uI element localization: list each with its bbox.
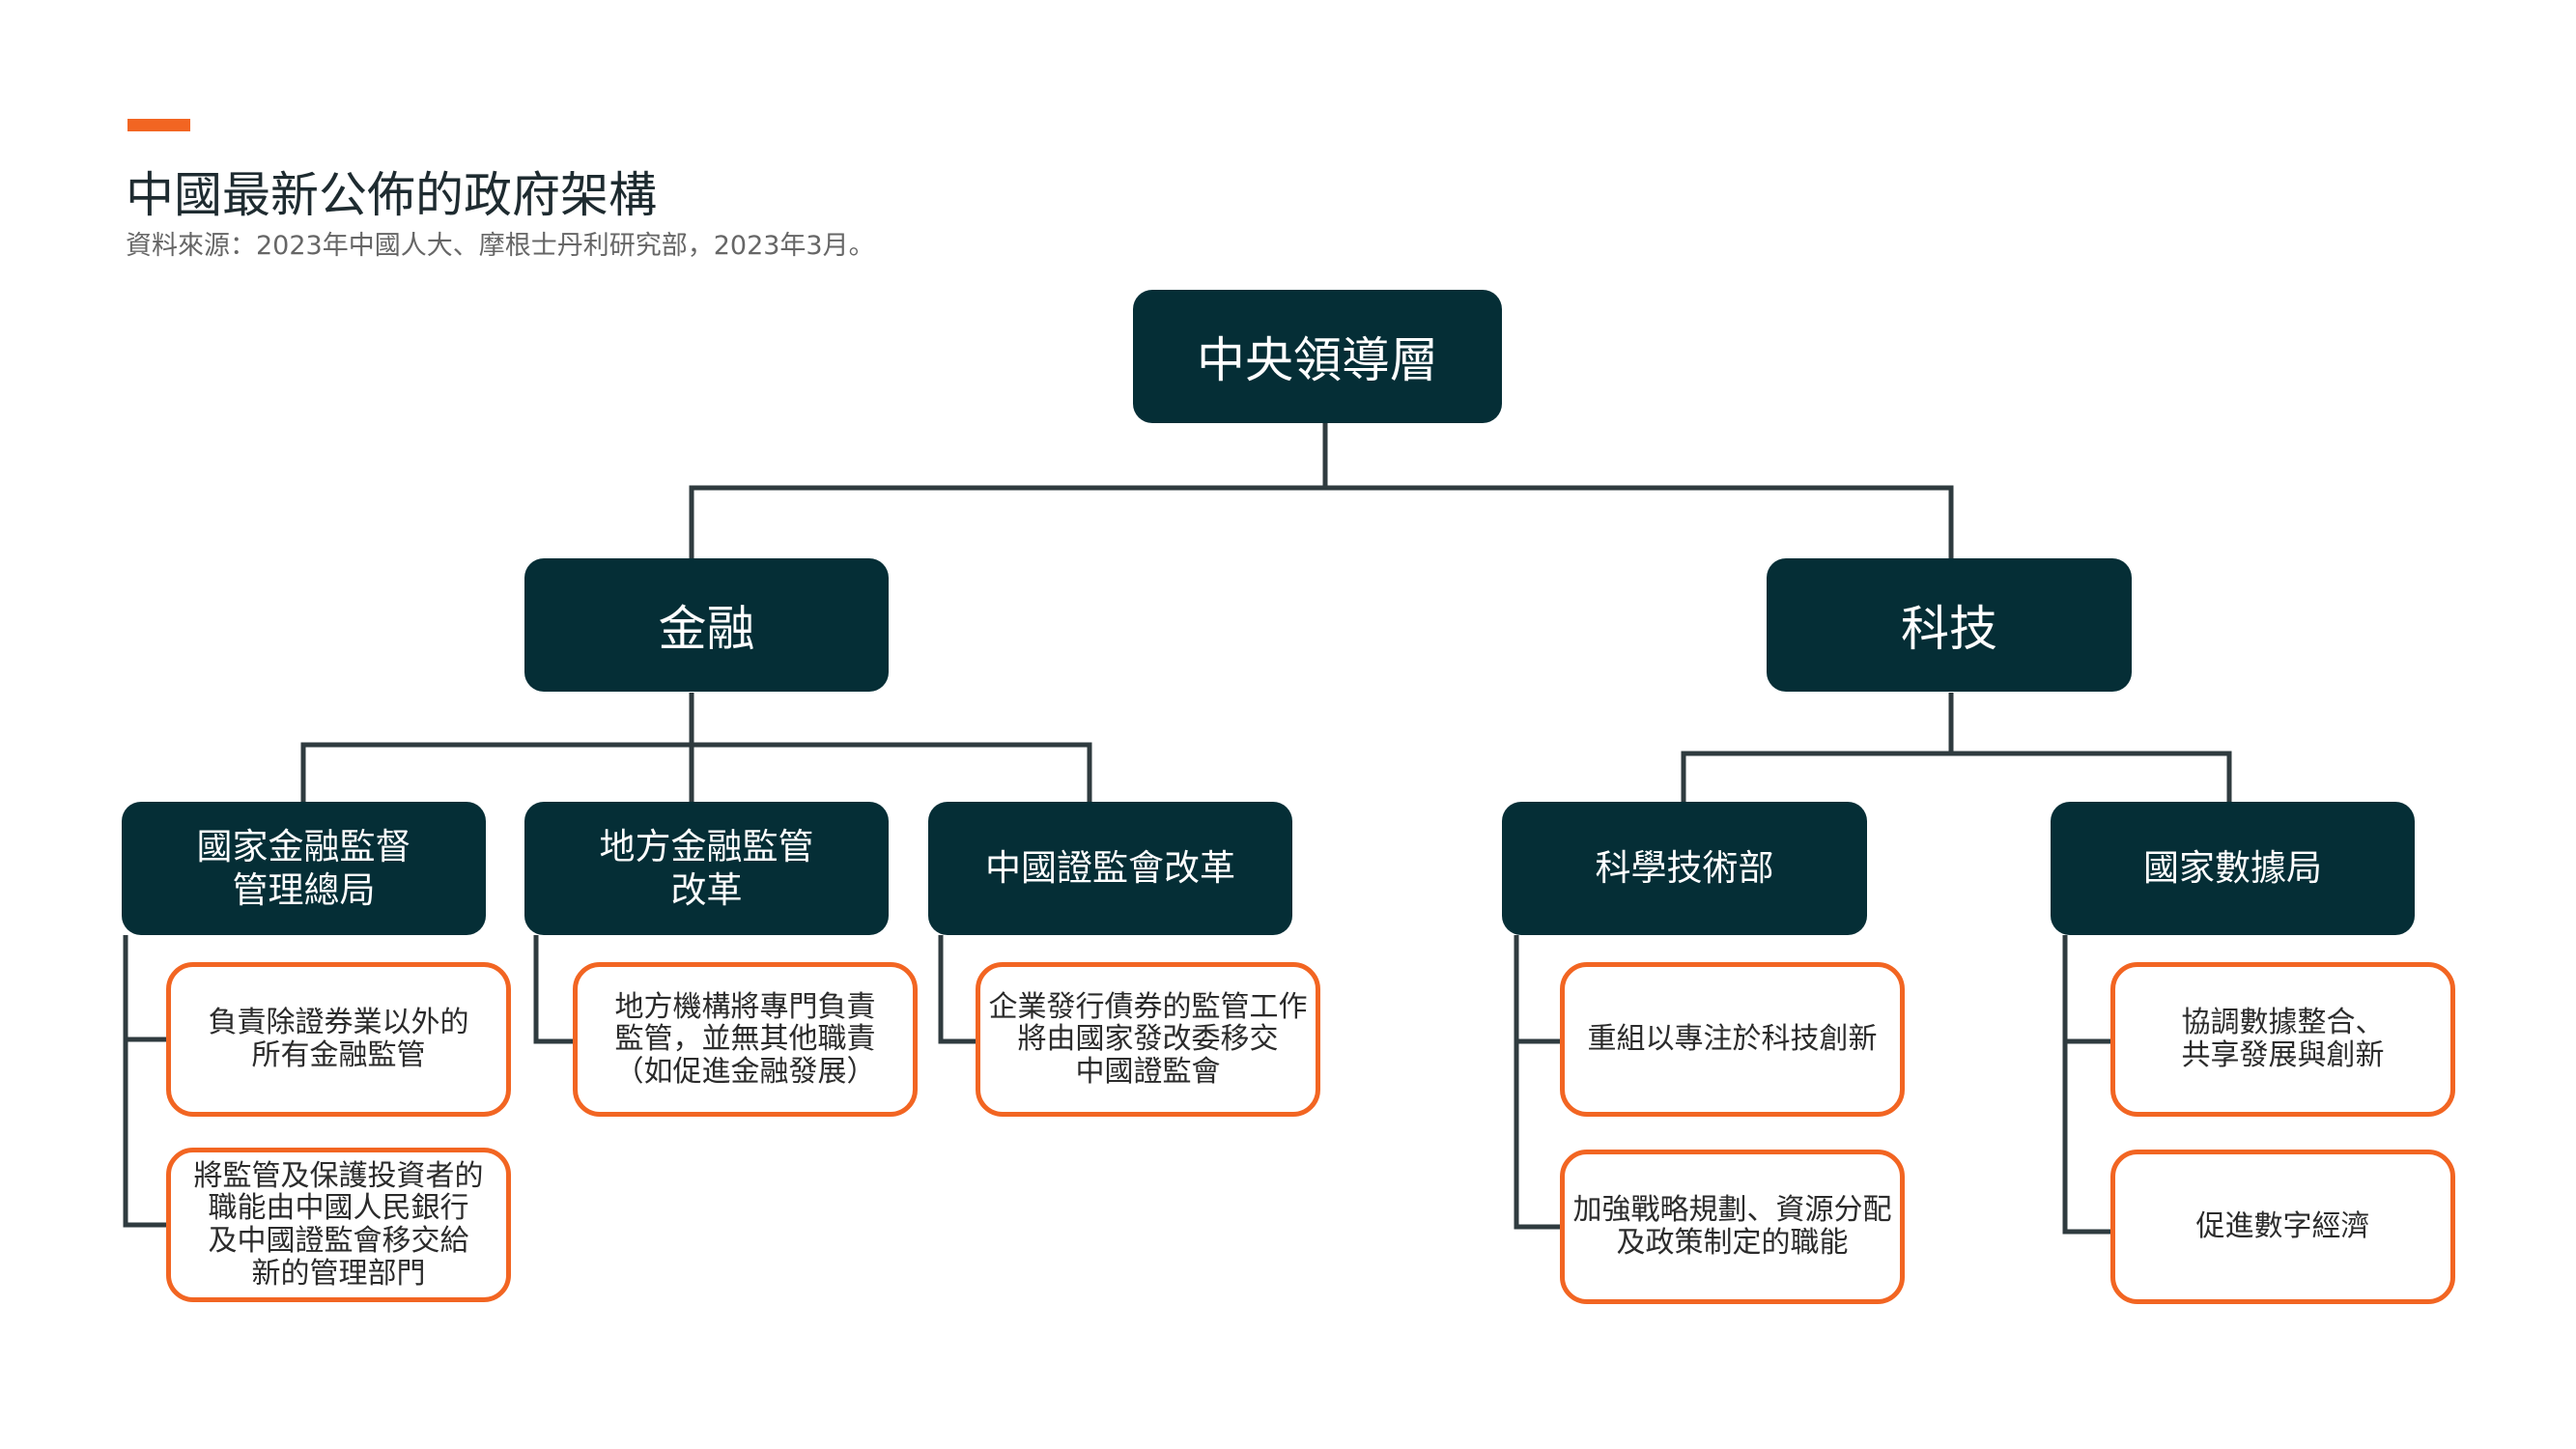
node-technology: 科技	[1767, 558, 2132, 692]
note-nda-coordination: 協調數據整合、 共享發展與創新	[2110, 962, 2455, 1117]
note-nfra-transfer: 將監管及保護投資者的 職能由中國人民銀行 及中國證監會移交給 新的管理部門	[166, 1148, 511, 1302]
note-nda-digital-economy: 促進數字經濟	[2110, 1150, 2455, 1304]
source-note: 資料來源：2023年中國人大、摩根士丹利研究部，2023年3月。	[126, 231, 875, 261]
node-local-finance-reform: 地方金融監管 改革	[524, 802, 889, 935]
node-most: 科學技術部	[1502, 802, 1867, 935]
note-most-planning: 加強戰略規劃、資源分配 及政策制定的職能	[1560, 1150, 1905, 1304]
node-central-leadership: 中央領導層	[1133, 290, 1502, 423]
node-nda: 國家數據局	[2051, 802, 2415, 935]
node-finance: 金融	[524, 558, 889, 692]
note-nfra-scope: 負責除證券業以外的 所有金融監管	[166, 962, 511, 1117]
note-local-reform: 地方機構將專門負責 監管，並無其他職責 （如促進金融發展）	[573, 962, 918, 1117]
note-most-restructure: 重組以專注於科技創新	[1560, 962, 1905, 1117]
node-nfra: 國家金融監督 管理總局	[122, 802, 486, 935]
note-csrc-bonds: 企業發行債券的監管工作 將由國家發改委移交 中國證監會	[976, 962, 1320, 1117]
accent-bar	[127, 119, 190, 131]
page-title: 中國最新公佈的政府架構	[126, 167, 657, 223]
node-csrc-reform: 中國證監會改革	[928, 802, 1292, 935]
